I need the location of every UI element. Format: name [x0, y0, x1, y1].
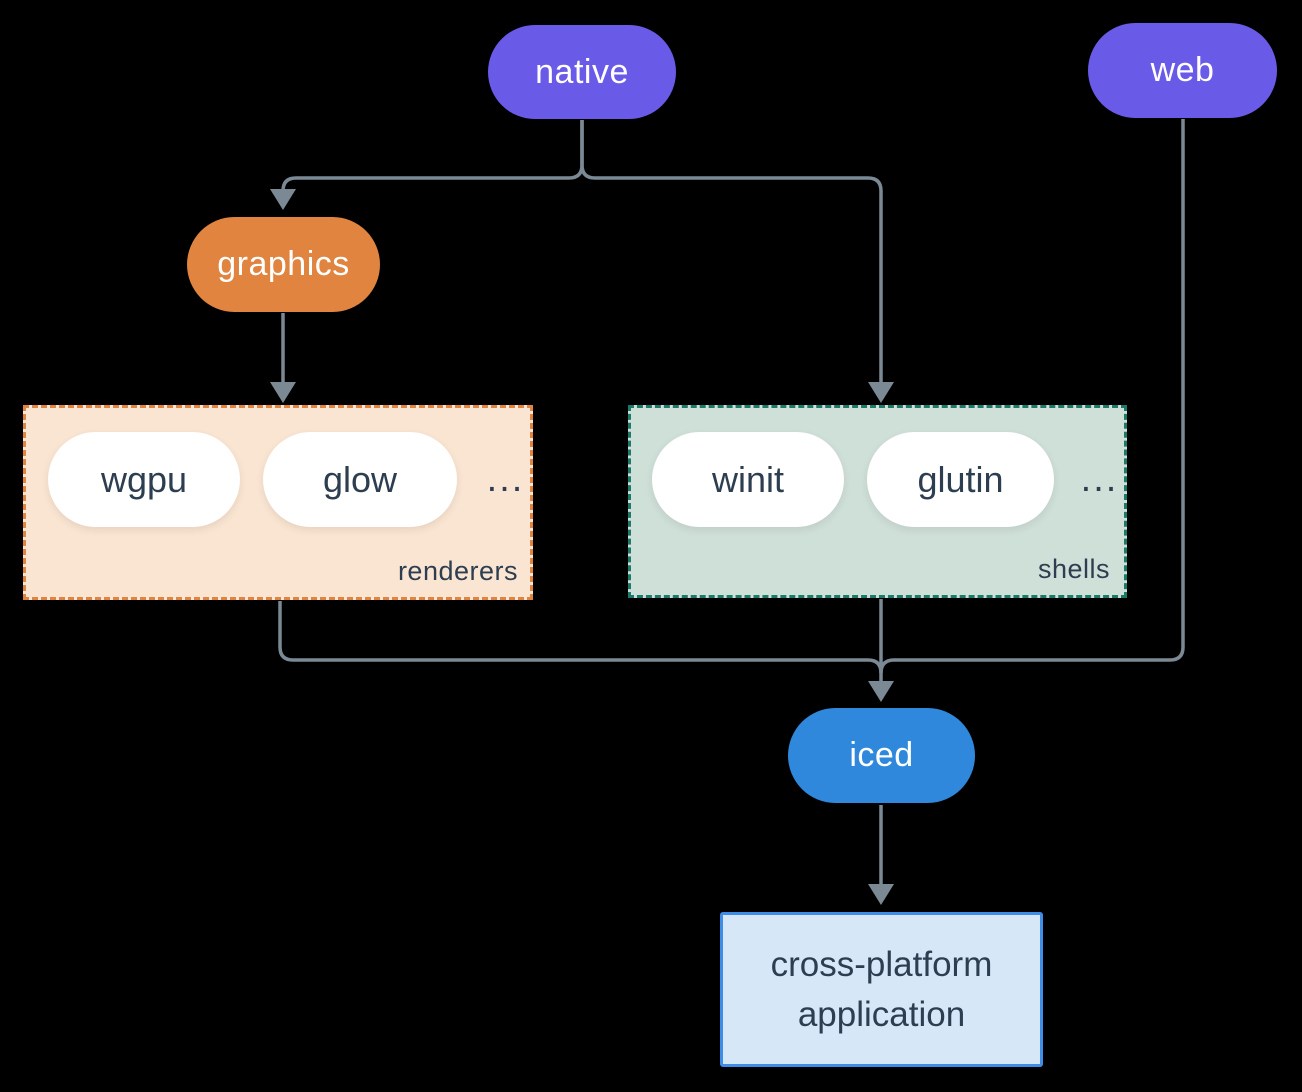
node-winit: winit — [652, 432, 844, 527]
node-glutin: glutin — [867, 432, 1054, 527]
renderers-group-label: renderers — [397, 556, 518, 586]
node-graphics: graphics — [187, 217, 380, 312]
renderers-ellipsis: ... — [486, 458, 525, 500]
app-label-line2: application — [797, 994, 966, 1034]
group-shells: winit glutin ... shells — [628, 405, 1127, 598]
edge-native-shells — [580, 120, 883, 384]
node-winit-label: winit — [711, 458, 785, 500]
node-native: native — [488, 25, 676, 119]
arrowhead-shells — [868, 382, 894, 403]
node-web: web — [1088, 23, 1277, 118]
node-iced-label: iced — [849, 736, 914, 774]
arrowhead-renderers — [270, 382, 296, 403]
node-iced: iced — [788, 708, 975, 803]
node-graphics-label: graphics — [217, 245, 350, 283]
app-label-line1: cross-platform — [770, 944, 993, 984]
node-glutin-label: glutin — [917, 458, 1004, 500]
arrowhead-graphics — [270, 189, 296, 210]
node-cross-platform-application: cross-platform application — [720, 912, 1043, 1067]
edge-renderers-iced — [278, 601, 883, 674]
node-web-label: web — [1150, 51, 1215, 89]
shells-group-label: shells — [1037, 554, 1110, 584]
group-renderers: wgpu glow ... renderers — [23, 405, 533, 600]
node-glow-label: glow — [322, 458, 398, 500]
node-glow: glow — [263, 432, 457, 527]
node-native-label: native — [535, 52, 629, 91]
arrowhead-app — [868, 884, 894, 905]
edge-native-graphics — [281, 120, 584, 192]
arrowhead-iced — [868, 681, 894, 702]
node-wgpu-label: wgpu — [100, 458, 188, 500]
shells-ellipsis: ... — [1080, 458, 1119, 500]
node-wgpu: wgpu — [48, 432, 240, 527]
